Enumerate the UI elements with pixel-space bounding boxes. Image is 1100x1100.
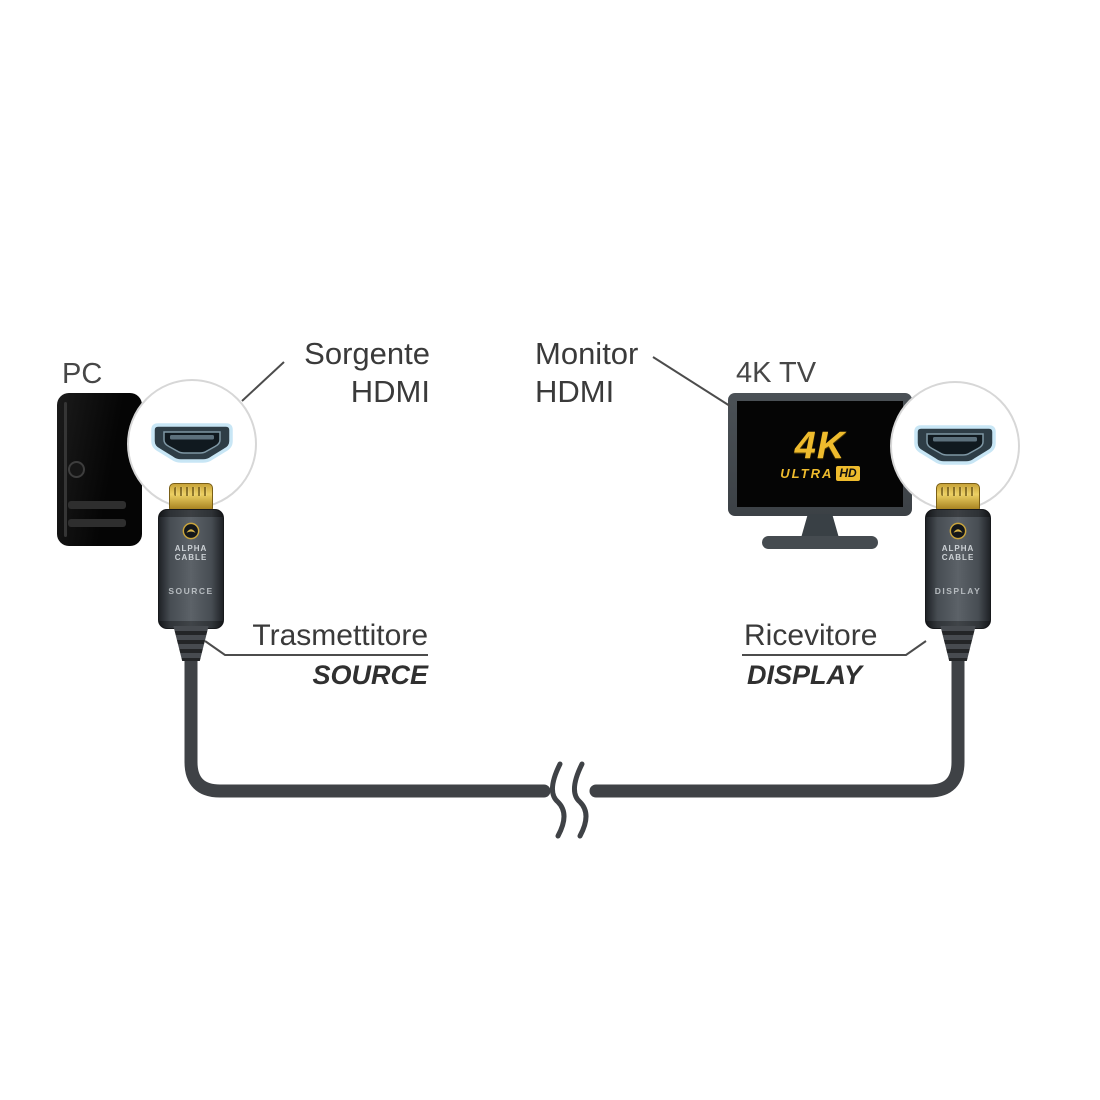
plug-pins	[941, 487, 975, 496]
pc-label: PC	[62, 358, 103, 390]
brand-line1: ALPHA	[941, 544, 975, 553]
source-callout-line2: HDMI	[350, 374, 430, 409]
receiver-title: Ricevitore	[744, 619, 878, 652]
tv-ultra-label: ULTRA	[780, 466, 834, 481]
source-callout-line	[241, 361, 285, 402]
source-hdmi-callout: Sorgente HDMI	[240, 335, 430, 411]
monitor-hdmi-callout: Monitor HDMI	[535, 335, 725, 411]
brand-line2: CABLE	[174, 553, 208, 562]
transmitter-title: Trasmettitore	[252, 619, 428, 652]
brand-line1: ALPHA	[174, 544, 208, 553]
monitor-callout-line2: HDMI	[535, 374, 615, 409]
pc-vent-slot	[68, 501, 126, 509]
tv-stand-base	[762, 536, 878, 549]
display-plug-body: ALPHA CABLE DISPLAY	[925, 509, 991, 629]
plug-pins	[174, 487, 208, 496]
hdmi-cable-left	[184, 643, 551, 798]
receiver-subtitle: DISPLAY	[747, 660, 863, 690]
monitor-callout-line	[652, 356, 731, 407]
tv-screen: 4K ULTRA HD	[737, 401, 903, 507]
tv-monitor: 4K ULTRA HD	[728, 393, 912, 516]
source-callout-line1: Sorgente	[304, 336, 430, 371]
brand-line2: CABLE	[941, 553, 975, 562]
tv-stand-neck	[801, 514, 839, 538]
receiver-callout-line	[742, 640, 927, 656]
brand-emblem-icon	[949, 522, 967, 540]
source-role-label: SOURCE	[168, 586, 214, 596]
tv-label: 4K TV	[736, 357, 817, 389]
source-plug-body: ALPHA CABLE SOURCE	[158, 509, 224, 629]
transmitter-subtitle: SOURCE	[312, 660, 428, 690]
tv-hd-badge: HD	[836, 466, 860, 481]
hdmi-cable-right	[589, 643, 965, 798]
hdmi-port-icon	[914, 425, 996, 465]
transmitter-callout-line	[204, 640, 428, 656]
cable-break-mark	[572, 761, 589, 839]
pc-edge-highlight	[64, 402, 67, 537]
display-role-label: DISPLAY	[934, 586, 982, 596]
pc-vent-slot	[68, 519, 126, 527]
tv-4k-logo: 4K	[794, 425, 846, 467]
hdmi-port-icon	[151, 423, 233, 463]
brand-emblem-icon	[182, 522, 200, 540]
monitor-callout-line1: Monitor	[535, 336, 639, 371]
pc-power-button-icon	[68, 461, 85, 478]
cable-break-mark	[550, 761, 567, 839]
display-plug-tip	[936, 483, 980, 511]
pc-tower	[57, 393, 142, 546]
